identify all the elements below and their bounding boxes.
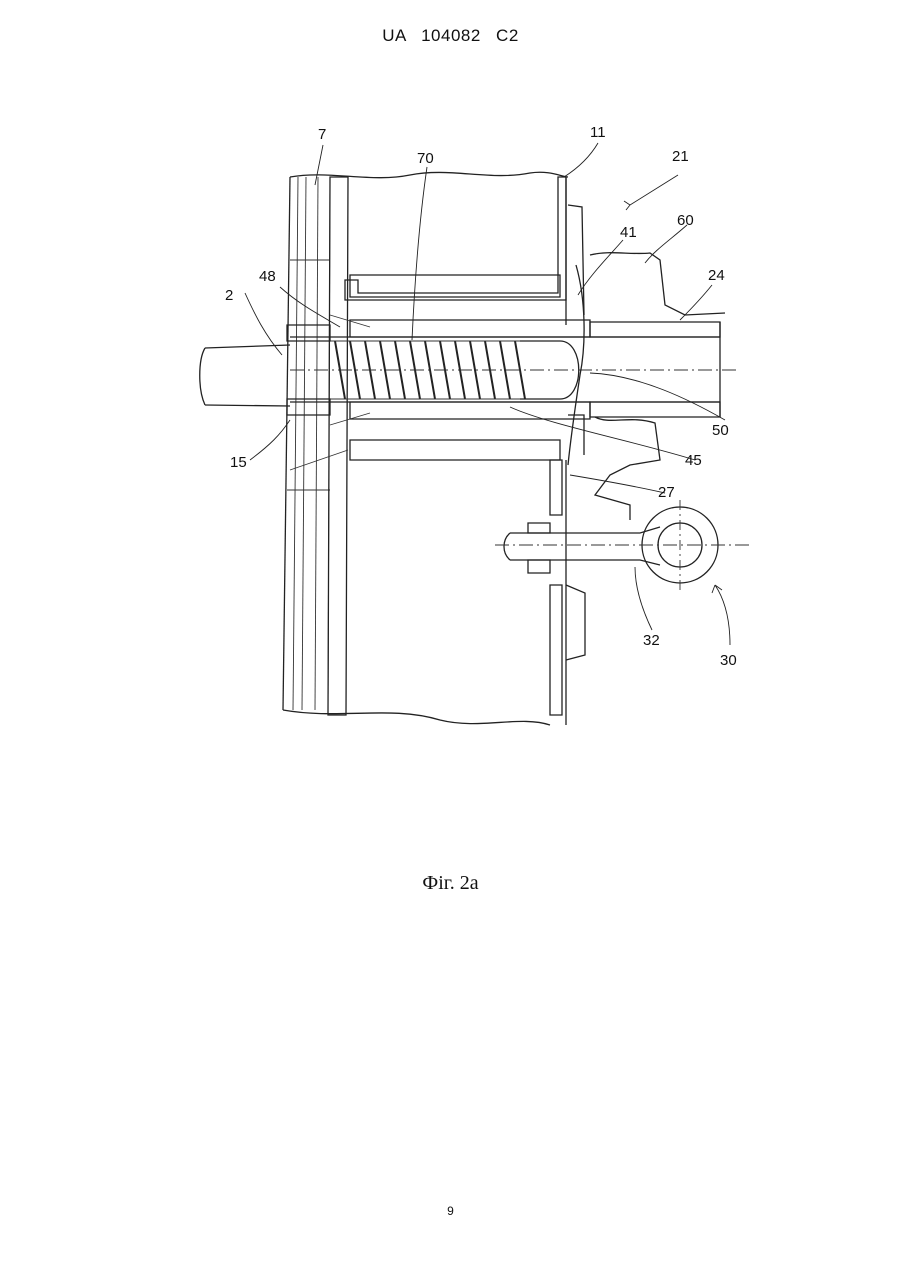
ref-label-24: 24 bbox=[708, 267, 725, 284]
wall-plate bbox=[283, 177, 348, 715]
ref-label-41: 41 bbox=[620, 224, 637, 241]
ref-label-11: 11 bbox=[590, 124, 606, 141]
ref-label-48: 48 bbox=[259, 268, 276, 285]
ref-label-30: 30 bbox=[720, 652, 737, 669]
patent-number-header: UA 104082 C2 bbox=[0, 26, 901, 46]
ref-label-7: 7 bbox=[318, 126, 326, 143]
ref-label-27: 27 bbox=[658, 484, 675, 501]
lever-with-eye bbox=[495, 500, 750, 593]
upper-housing bbox=[345, 177, 566, 325]
technical-drawing: 7 70 11 21 60 41 48 24 2 50 15 45 27 32 … bbox=[190, 115, 770, 755]
ref-label-60: 60 bbox=[677, 212, 694, 229]
page-number: 9 bbox=[0, 1204, 901, 1218]
input-shaft bbox=[200, 345, 290, 406]
output-tube bbox=[290, 322, 740, 417]
ref-label-2: 2 bbox=[225, 287, 233, 304]
ref-label-32: 32 bbox=[643, 632, 660, 649]
figure-caption: Фіг. 2а bbox=[0, 872, 901, 895]
ref-label-45: 45 bbox=[685, 452, 702, 469]
flange-body bbox=[568, 205, 725, 520]
ref-label-21: 21 bbox=[672, 148, 689, 165]
ref-label-70: 70 bbox=[417, 150, 434, 167]
ref-label-15: 15 bbox=[230, 454, 247, 471]
ref-label-50: 50 bbox=[712, 422, 729, 439]
lower-housing bbox=[290, 440, 585, 725]
